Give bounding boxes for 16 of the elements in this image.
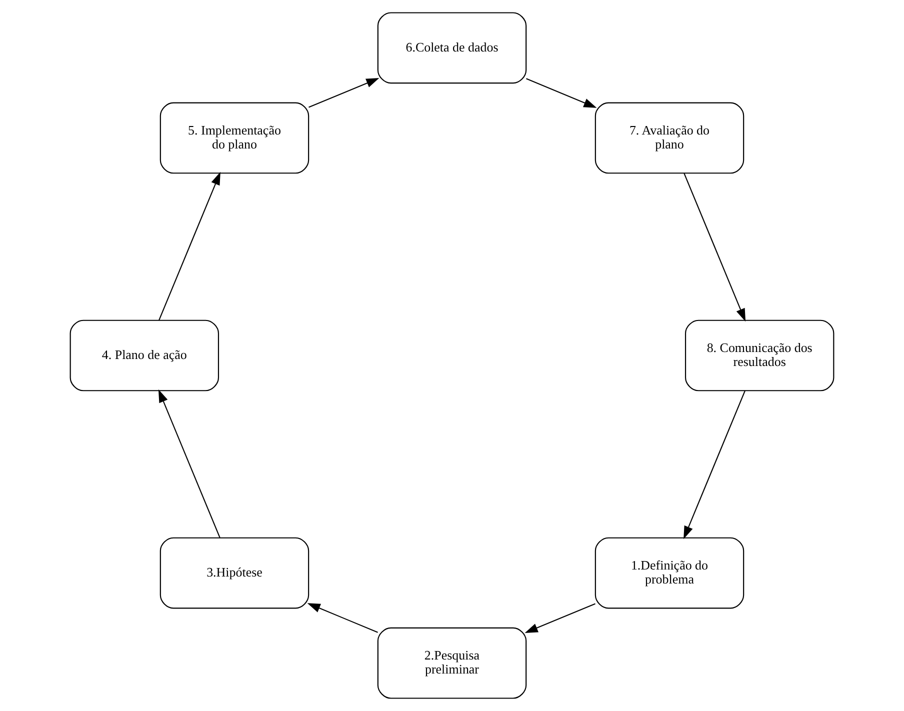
node-box: 5. Implementação do plano [160, 102, 310, 174]
node-box: 8. Comunicação dos resultados [684, 320, 834, 392]
node-box: 6.Coleta de dados [377, 12, 527, 84]
arrow [308, 78, 380, 108]
arrow [307, 603, 378, 633]
arrow [524, 603, 596, 633]
arrow [684, 390, 746, 540]
node-box: 7. Avaliação do plano [594, 102, 744, 174]
node-box: 1.Definição do problema [594, 537, 744, 609]
arrow [684, 173, 746, 322]
node-box: 3.Hipótese [160, 537, 310, 609]
arrow [526, 78, 597, 108]
node-box: 2.Pesquisa preliminar [377, 627, 527, 699]
arrow [158, 389, 220, 538]
arrow [158, 172, 220, 320]
node-box: 4. Plano de ação [70, 320, 220, 392]
